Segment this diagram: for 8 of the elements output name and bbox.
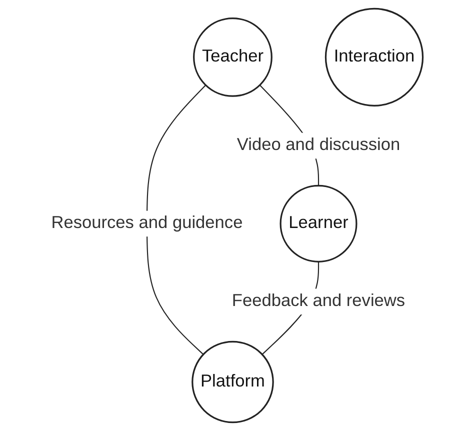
node-circle: Interaction [324,8,424,107]
node-circle: Learner [280,184,358,262]
connector [146,84,206,355]
edge-label: Video and discussion [236,136,400,154]
node-circle: Platform [192,340,274,424]
node-circle: Teacher [193,17,272,97]
edge-label: Resources and guidence [51,214,243,232]
edge-label: Feedback and reviews [232,292,406,310]
